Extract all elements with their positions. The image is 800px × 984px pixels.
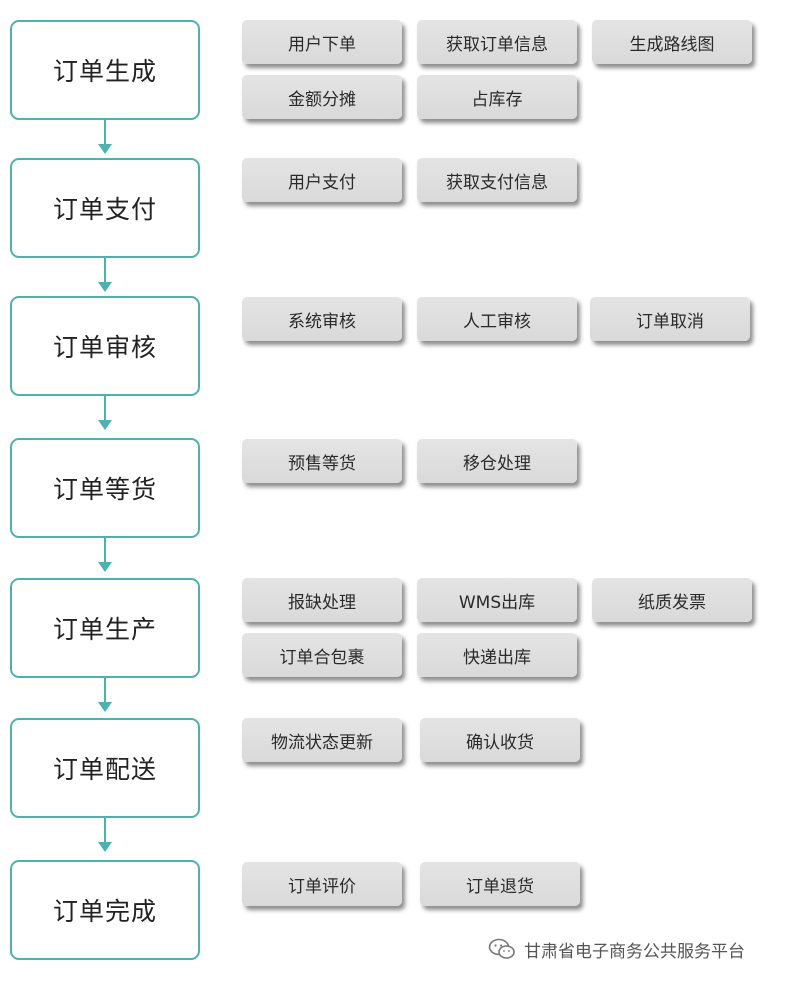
flow-arrow [98,396,112,434]
step-box: 订单评价 [242,862,402,906]
flow-arrow [98,538,112,576]
stage-order-wait: 订单等货 [10,438,200,538]
step-box: 快递出库 [417,633,577,677]
stage-order-pay: 订单支付 [10,158,200,258]
step-box: 人工审核 [417,297,577,341]
stage-order-produce: 订单生产 [10,578,200,678]
step-box: 系统审核 [242,297,402,341]
stage-order-complete: 订单完成 [10,860,200,960]
step-box: 确认收货 [420,718,580,762]
step-box: 用户下单 [242,20,402,64]
step-box: 获取订单信息 [417,20,577,64]
step-box: 订单取消 [590,297,750,341]
flow-arrow [98,818,112,856]
step-box: 纸质发票 [592,578,752,622]
stage-order-generate: 订单生成 [10,20,200,120]
step-box: 金额分摊 [242,75,402,119]
step-box: 用户支付 [242,158,402,202]
step-box: 获取支付信息 [417,158,577,202]
flow-arrow [98,120,112,158]
step-box: 预售等货 [242,439,402,483]
step-box: WMS出库 [417,578,577,622]
stage-order-review: 订单审核 [10,296,200,396]
wechat-icon [488,938,515,959]
watermark-text: 甘肃省电子商务公共服务平台 [524,941,745,962]
watermark: 甘肃省电子商务公共服务平台 [488,934,745,964]
stage-order-deliver: 订单配送 [10,718,200,818]
step-box: 生成路线图 [592,20,752,64]
step-box: 订单退货 [420,862,580,906]
step-box: 物流状态更新 [242,718,402,762]
step-box: 占库存 [417,75,577,119]
step-box: 报缺处理 [242,578,402,622]
step-box: 订单合包裹 [242,633,402,677]
step-box: 移仓处理 [417,439,577,483]
flow-arrow [98,678,112,716]
flow-arrow [98,258,112,296]
